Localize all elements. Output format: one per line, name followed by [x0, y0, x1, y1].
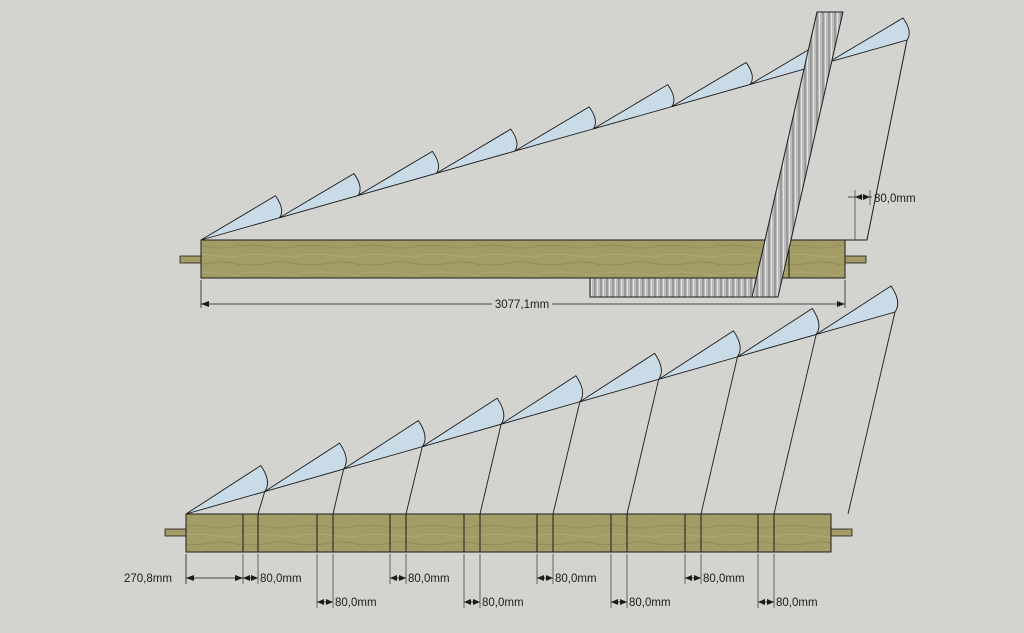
blade-top — [514, 106, 596, 152]
blade-outline-top — [201, 39, 908, 241]
dim-spacing-label: 80,0mm — [776, 597, 818, 609]
blade-edge — [773, 334, 817, 515]
blade-edge — [552, 401, 581, 515]
gap-arrow-left — [855, 194, 862, 200]
blade-bottom — [737, 307, 820, 358]
dim-start-label: 270,8mm — [124, 573, 172, 585]
rod-right-top — [843, 255, 867, 264]
dim-length-label: 3077,1mm — [495, 299, 549, 311]
blade-edge — [479, 424, 502, 515]
dim-spacing-label: 80,0mm — [703, 573, 745, 585]
bottom-view: 80,0mm 80,0mm 80,0mm 80,0mm 80,0mm 80,0mm 80,0… — [124, 285, 899, 609]
metal-bracket-diagonal — [751, 11, 844, 298]
support-slots — [242, 514, 775, 552]
blade-top — [828, 17, 910, 63]
blade-bottom — [422, 397, 505, 448]
rod-left-top — [179, 255, 203, 264]
wood-beam-bottom — [185, 513, 832, 553]
blade-bottom — [579, 352, 662, 403]
blades-bottom — [185, 285, 899, 515]
rod-right-bottom — [829, 528, 853, 537]
arrow-right — [837, 301, 845, 307]
blade-top — [200, 195, 283, 241]
metal-bracket-horizontal — [589, 277, 779, 298]
blade-bottom — [185, 464, 268, 515]
dim-spacing-label: 80,0mm — [335, 597, 377, 609]
blade-edge — [700, 356, 738, 515]
gap-arrow-right — [863, 194, 870, 200]
start-arrow-right — [235, 575, 243, 581]
dim-spacing-label: 80,0mm — [482, 597, 524, 609]
dim-spacing-label: 80,0mm — [629, 597, 671, 609]
blade-edge — [257, 491, 266, 515]
arrow-left — [201, 301, 209, 307]
blade-top — [279, 172, 361, 219]
blade-edge — [626, 379, 660, 515]
dim-spacing-label: 80,0mm — [260, 573, 302, 585]
blade-bottom — [343, 420, 426, 470]
blade-top — [436, 128, 518, 174]
start-arrow-left — [186, 575, 194, 581]
blade-edge — [847, 311, 896, 515]
blade-top — [357, 150, 440, 196]
blade-bottom — [264, 442, 347, 492]
dim-spacing-label: 80,0mm — [408, 573, 450, 585]
blade-edge — [332, 469, 344, 515]
blade-edge — [405, 446, 423, 515]
dim-spacing-label: 80,0mm — [555, 573, 597, 585]
blade-bottom — [658, 330, 741, 380]
dim-gap-label: 80,0mm — [874, 193, 916, 205]
blade-top — [671, 61, 753, 108]
spacing-dimensions: 80,0mm 80,0mm 80,0mm 80,0mm 80,0mm 80,0mm 80,0… — [242, 554, 818, 609]
wood-beam-top — [200, 239, 846, 279]
rod-left-bottom — [164, 528, 188, 537]
top-view: 3077,1mm 80,0mm — [179, 11, 916, 311]
blade-top — [592, 84, 675, 130]
blade-bottom — [500, 375, 584, 425]
blade-bottom — [815, 285, 899, 335]
